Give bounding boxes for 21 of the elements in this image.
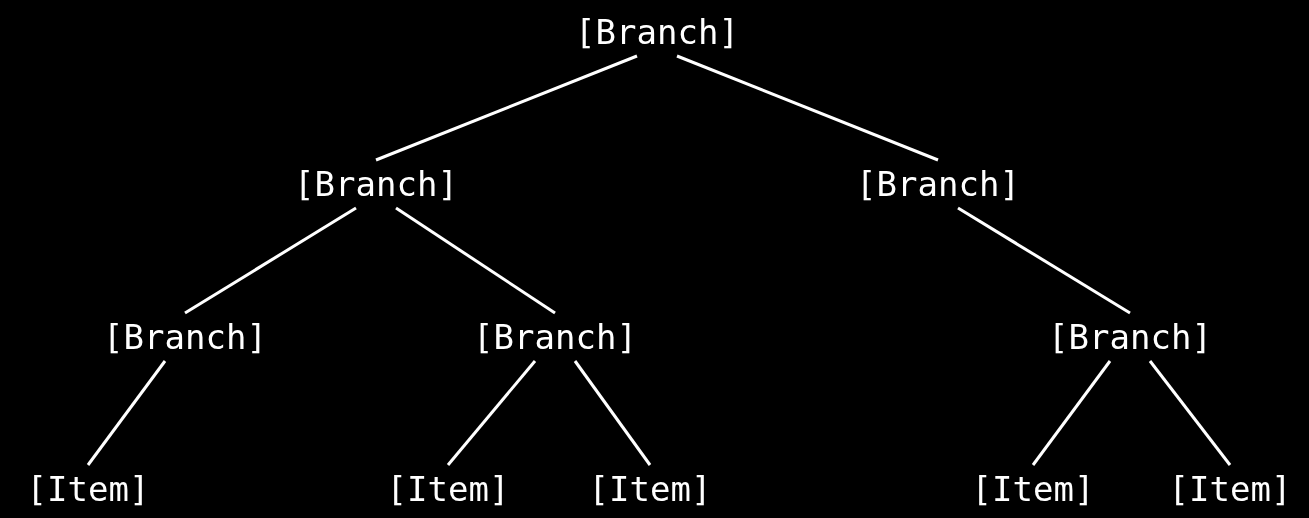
tree-node-label: [Item] [1168,469,1292,509]
tree-node-label: [Branch] [575,12,739,52]
tree-node-label: [Item] [386,469,510,509]
tree-node-label: [Item] [588,469,712,509]
tree-node-label: [Branch] [1048,317,1212,357]
connector-line [957,206,1131,315]
connector-line [375,54,638,162]
tree-node-label: [Branch] [856,164,1020,204]
tree-node-label: [Item] [971,469,1095,509]
tree-node-label: [Branch] [103,317,267,357]
tree-node-label: [Item] [26,469,150,509]
connector-line [86,360,167,466]
tree-node-label: [Branch] [294,164,458,204]
connector-line [395,206,556,315]
connector-line [446,360,537,466]
connector-line [676,54,939,162]
connector-line [1148,360,1232,466]
tree-node-label: [Branch] [473,317,637,357]
connector-line [573,360,652,466]
connector-line [1031,360,1112,466]
connector-line [184,206,357,315]
